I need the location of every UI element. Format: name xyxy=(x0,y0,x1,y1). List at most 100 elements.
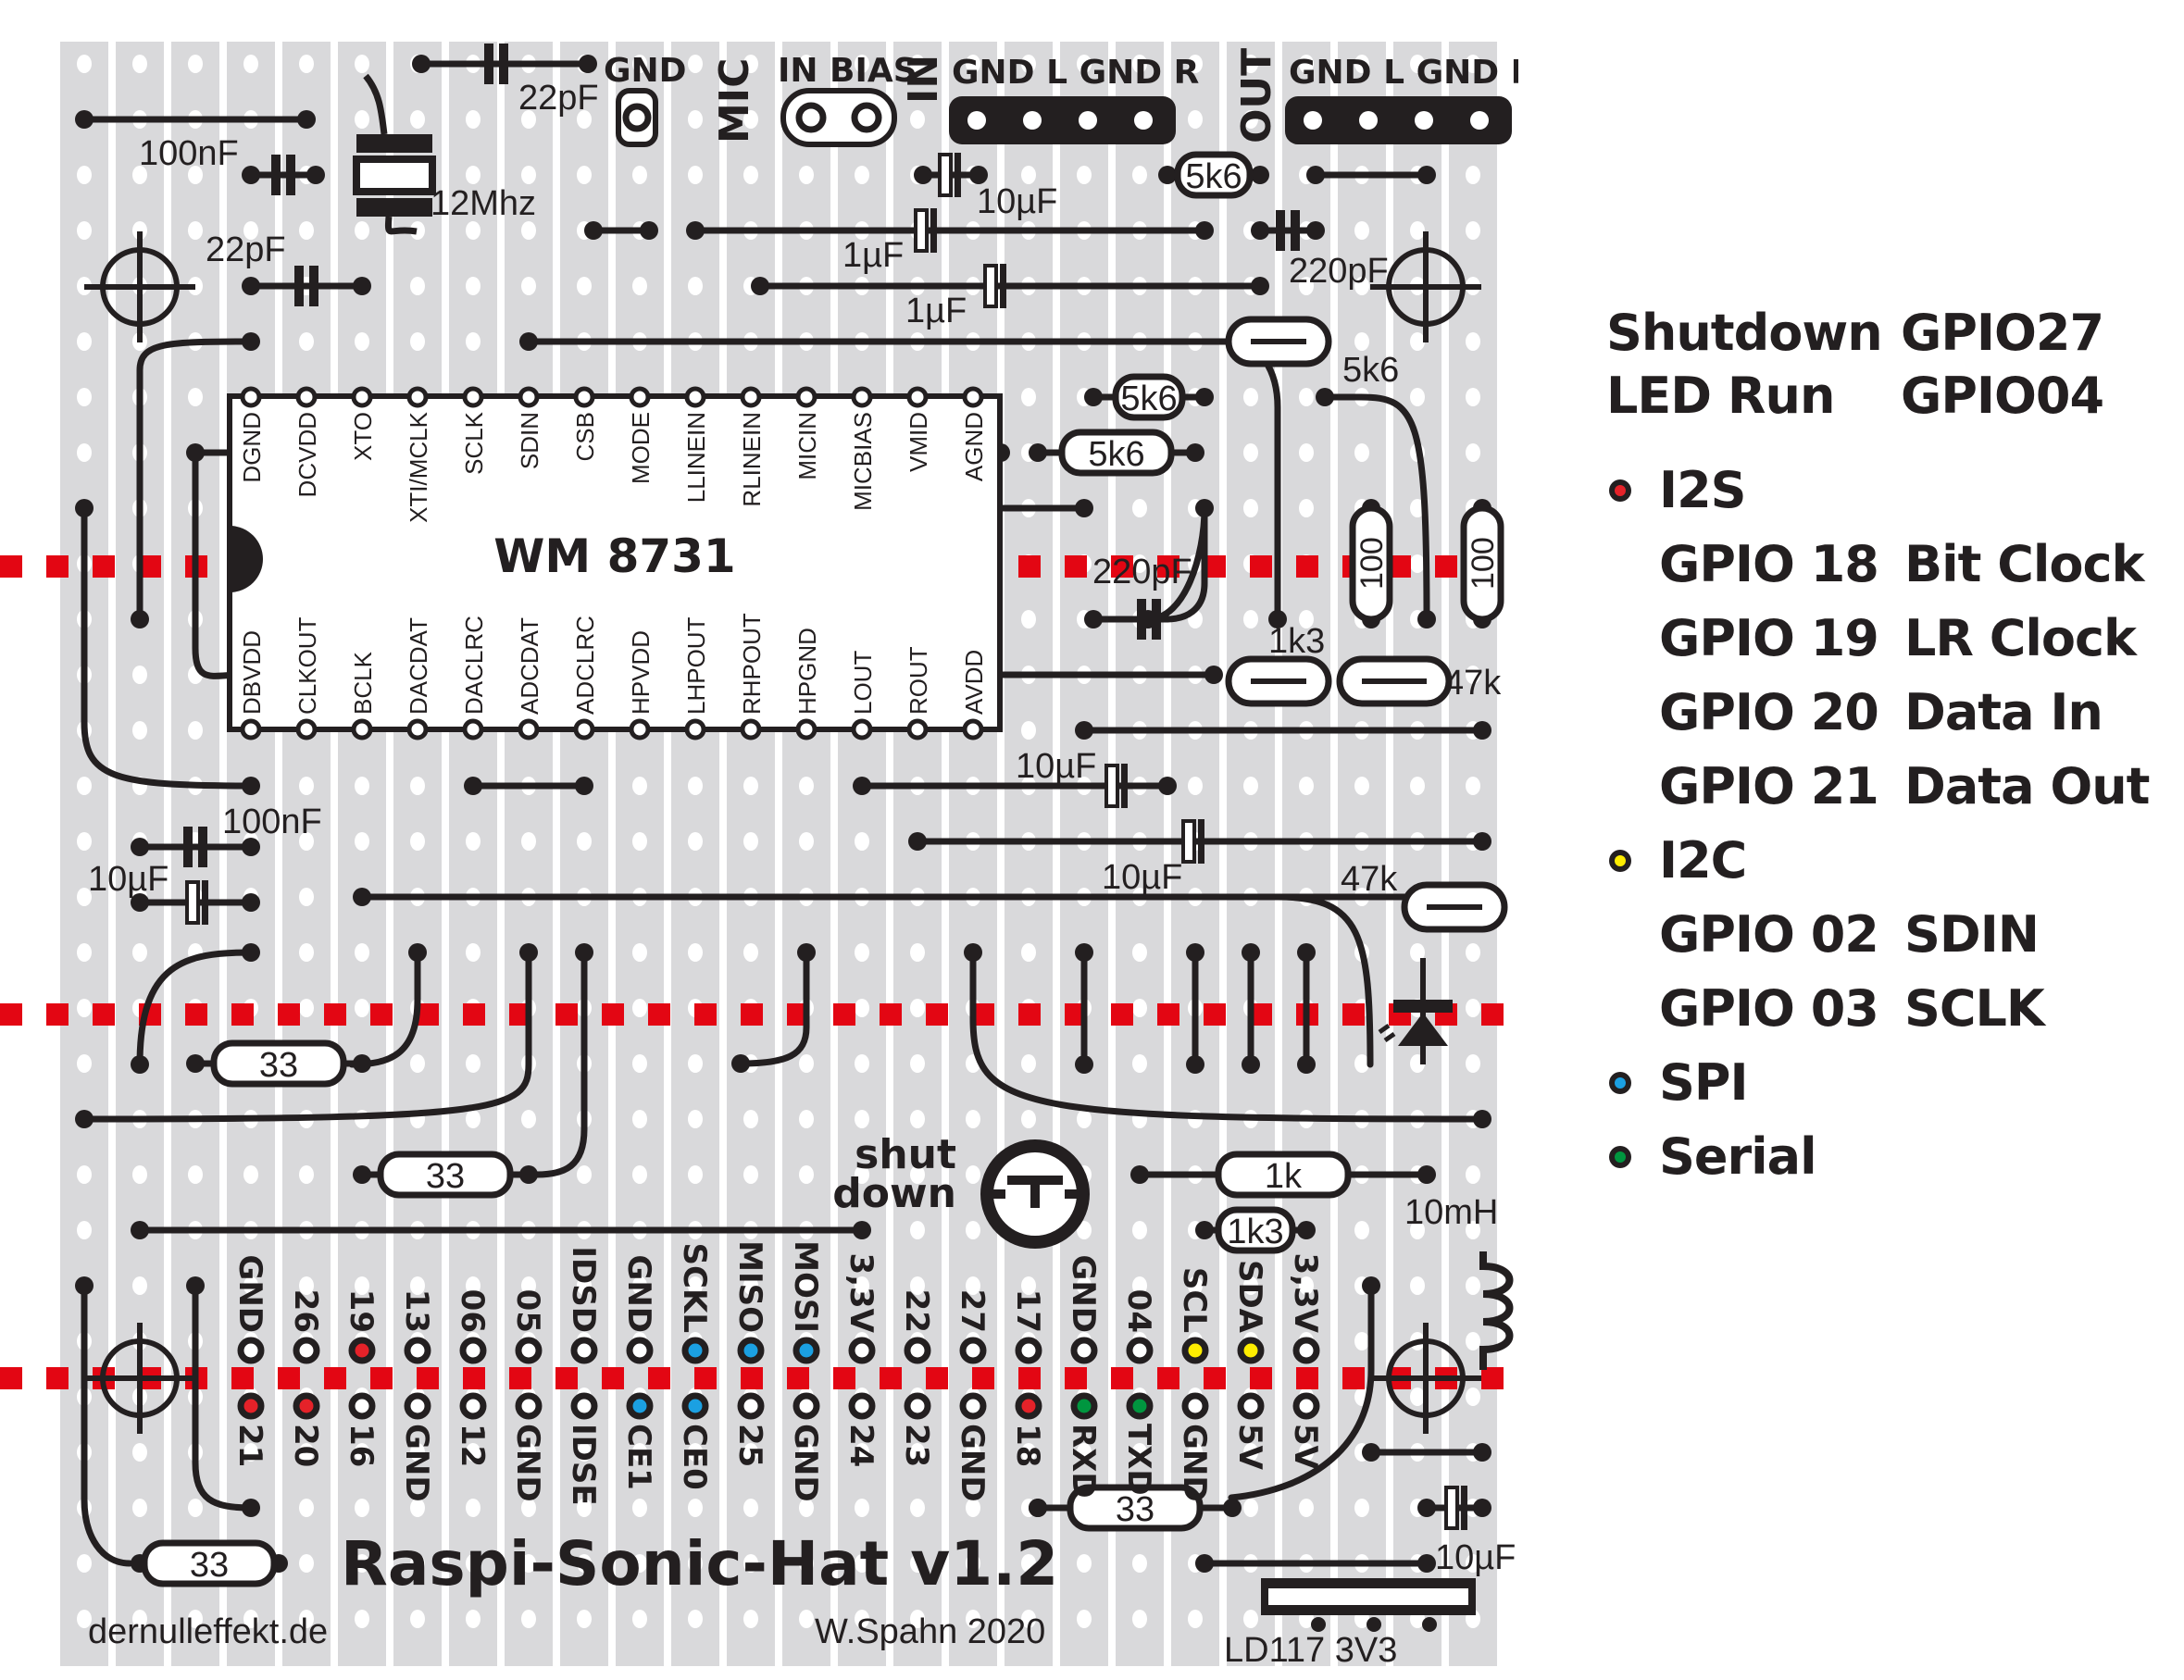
strip-hole xyxy=(1466,1054,1480,1073)
strip-hole xyxy=(188,721,203,740)
ic-pin xyxy=(518,718,540,740)
strip-hole xyxy=(855,1276,869,1295)
legend-item-function: Bit Clock xyxy=(1904,535,2144,593)
strip-hole xyxy=(77,1554,92,1573)
gpio-pin-none xyxy=(570,1337,598,1364)
strip-hole xyxy=(1299,1443,1314,1462)
strip-hole xyxy=(1410,332,1425,351)
legend-shutdown-name: Shutdown xyxy=(1606,304,1883,362)
strip-hole xyxy=(688,1443,703,1462)
strip-hole xyxy=(1132,166,1147,184)
resistor-5k6-a xyxy=(1112,373,1186,421)
strip-hole xyxy=(1354,332,1369,351)
ic-pin-label: DACLRC xyxy=(460,616,488,715)
solder-point xyxy=(1186,1055,1204,1074)
gpio-pin-label: CE1 xyxy=(620,1424,657,1490)
crystal-label: 12Mhz xyxy=(431,184,536,223)
strip-hole xyxy=(632,832,647,851)
strip-hole xyxy=(1466,332,1480,351)
strip-hole xyxy=(1021,388,1036,406)
ic-pin xyxy=(962,386,984,408)
gpio-pin-label: 26 xyxy=(287,1289,324,1333)
ic-pin-label: AVDD xyxy=(960,650,988,715)
component-label: 1k3 xyxy=(1227,1213,1283,1251)
ic-pin xyxy=(406,386,429,408)
solder-point xyxy=(1306,166,1325,184)
strip-hole xyxy=(77,166,92,184)
strip-hole xyxy=(132,55,147,73)
solder-point xyxy=(1473,1110,1491,1128)
gpio-pin-none xyxy=(404,1337,431,1364)
gpio-pin-label: GND xyxy=(231,1254,268,1333)
strip-hole xyxy=(1410,1221,1425,1239)
strip-hole xyxy=(743,1499,758,1517)
strip-hole xyxy=(1354,277,1369,295)
author-label: W.Spahn 2020 xyxy=(815,1612,1045,1651)
gpio-pin-label: 12 xyxy=(454,1424,491,1467)
solder-point xyxy=(584,221,603,240)
strip-hole xyxy=(1243,1276,1258,1295)
strip-hole xyxy=(1466,1276,1480,1295)
gpio-pin-label: GND xyxy=(398,1424,435,1502)
ic-pin-label: DBVDD xyxy=(238,630,266,715)
strip-hole xyxy=(132,1165,147,1184)
strip-hole xyxy=(243,1443,258,1462)
strip-hole xyxy=(743,943,758,962)
strip-hole xyxy=(632,1443,647,1462)
legend-item-function: SCLK xyxy=(1904,979,2045,1038)
gpio-pin-label: 24 xyxy=(842,1424,880,1467)
gpio-pin-i2c xyxy=(1181,1337,1209,1364)
strip-hole xyxy=(1354,777,1369,795)
strip-hole xyxy=(77,221,92,240)
strip-hole xyxy=(521,277,536,295)
gpio-pin-none xyxy=(848,1392,876,1420)
strip-hole xyxy=(1188,1276,1203,1295)
ic-pin-label: SCLK xyxy=(460,411,488,475)
wire-link xyxy=(81,949,532,1123)
shutdown-label-1: shut xyxy=(855,1131,956,1178)
strip-hole xyxy=(688,832,703,851)
solder-point xyxy=(242,332,260,351)
strip-hole xyxy=(1077,166,1092,184)
gpio-pin-none xyxy=(1070,1337,1098,1364)
ic-pin-label: AGND xyxy=(960,412,988,481)
component-label: 33 xyxy=(259,1046,298,1085)
solder-point xyxy=(1473,1443,1491,1462)
strip-hole xyxy=(799,1499,814,1517)
strip-hole xyxy=(410,1443,425,1462)
audio-out-header xyxy=(1285,96,1512,144)
solder-point xyxy=(75,499,94,517)
strip-hole xyxy=(243,1165,258,1184)
strip-hole xyxy=(243,55,258,73)
ic-pin xyxy=(573,386,595,408)
gpio-pin-none xyxy=(626,1337,654,1364)
capacitor-22pf-top xyxy=(484,44,508,84)
gpio-pin-none xyxy=(1181,1392,1209,1420)
component-label: 1µF xyxy=(842,236,904,275)
capacitor-220pf-right xyxy=(1276,210,1300,251)
strip-hole xyxy=(855,1165,869,1184)
strip-hole xyxy=(410,1610,425,1628)
ic-pin xyxy=(629,718,651,740)
strip-hole xyxy=(1466,1165,1480,1184)
strip-hole xyxy=(1299,610,1314,628)
strip-hole xyxy=(77,777,92,795)
strip-hole xyxy=(966,1276,980,1295)
wire-link xyxy=(81,1282,133,1567)
strip-hole xyxy=(299,1443,314,1462)
gpio-pin-none xyxy=(1126,1337,1154,1364)
solder-point xyxy=(797,943,816,962)
solder-point xyxy=(1362,1443,1380,1462)
strip-hole xyxy=(577,832,592,851)
strip-hole xyxy=(799,777,814,795)
solder-point xyxy=(242,943,260,962)
legend-item-function: Data In xyxy=(1904,683,2103,741)
strip-hole xyxy=(299,888,314,906)
strip-hole xyxy=(688,1610,703,1628)
strip-hole xyxy=(577,166,592,184)
board-title: Raspi-Sonic-Hat v1.2 xyxy=(341,1528,1058,1599)
strip-hole xyxy=(910,1554,925,1573)
ic-pin xyxy=(351,386,373,408)
